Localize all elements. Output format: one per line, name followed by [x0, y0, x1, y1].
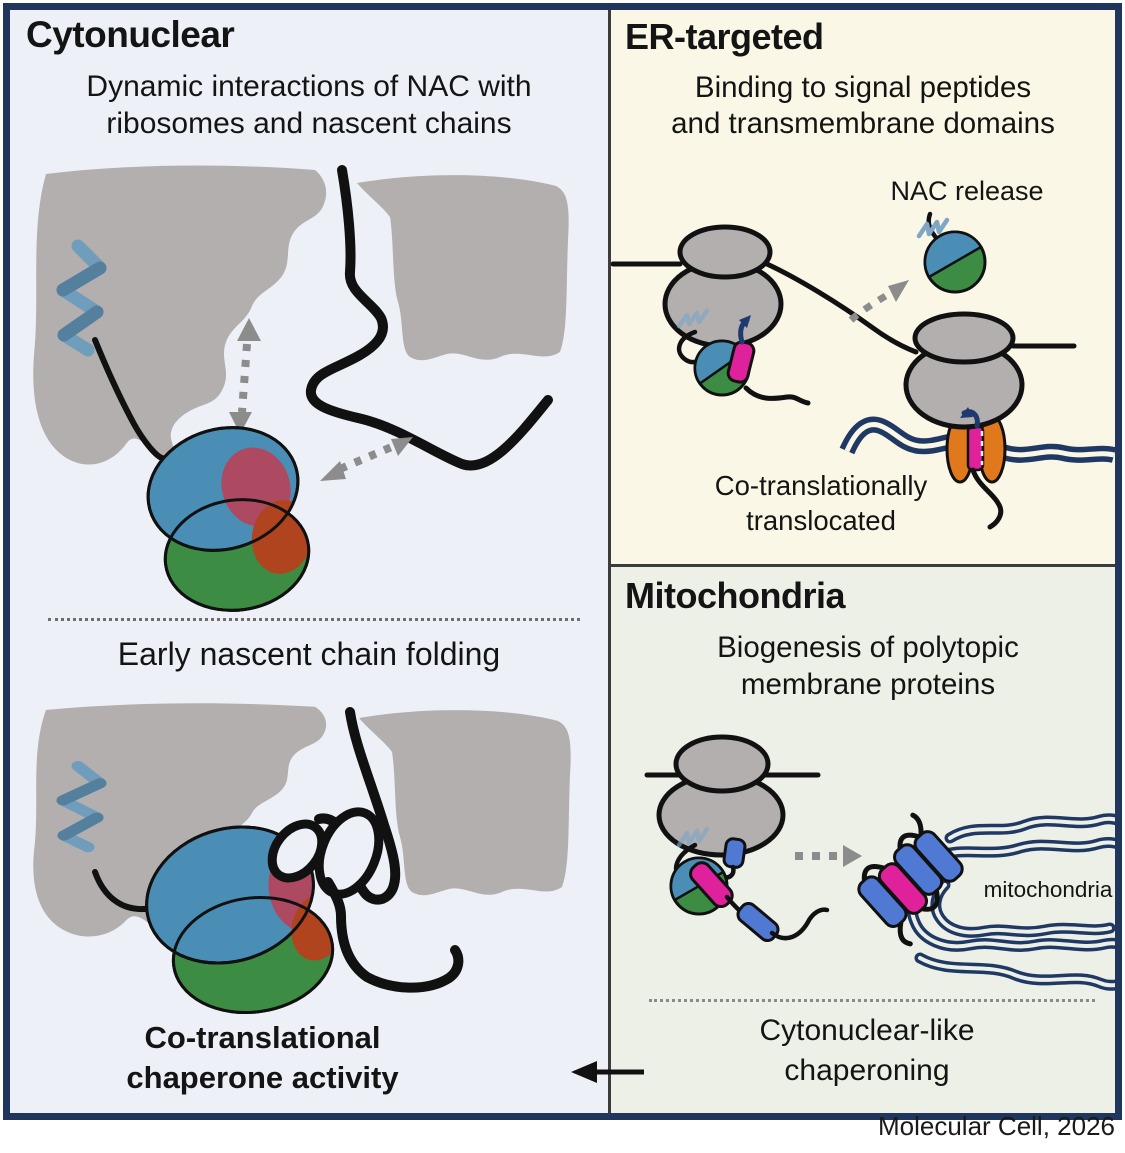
mitochondria-subtitle: Biogenesis of polytopic membrane protein… [621, 629, 1115, 703]
dotted-arrow-ribosome-nac [229, 318, 261, 434]
release-dashed-arrow [848, 280, 909, 323]
panel-cytonuclear: Cytonuclear Dynamic interactions of NAC … [10, 10, 611, 1113]
mitochondria-subtitle-line2: membrane proteins [740, 668, 996, 701]
nascent-chain-loops [267, 807, 384, 899]
helix-squiggle-icon [916, 217, 950, 239]
cytonuclear-caption-line1: Co-translational [144, 1020, 381, 1055]
translocated-chain [970, 467, 1004, 530]
ribosome [662, 224, 784, 349]
faded-helix-icon [676, 308, 710, 329]
nac-release-label: NAC release [890, 176, 1044, 206]
mitochondria-subtitle-line1: Biogenesis of polytopic [717, 631, 1019, 664]
er-caption-line2: translocated [746, 505, 896, 536]
nac-complex [146, 426, 313, 612]
journal-credit: Molecular Cell, 2026 [877, 1111, 1115, 1141]
section2-label: Early nascent chain folding [117, 636, 501, 672]
cytonuclear-subtitle-line1: Dynamic interactions of NAC with [86, 70, 532, 103]
folding-nascent-chain-exit [323, 877, 464, 993]
nascent-chain-to-nac [92, 337, 165, 461]
er-subtitle: Binding to signal peptides and transmemb… [611, 70, 1115, 142]
mrna-line [764, 261, 919, 355]
cytonuclear-caption-line2: chaperone activity [126, 1060, 399, 1095]
polytopic-membrane-protein [857, 812, 964, 947]
cytonuclear-caption: Co-translational chaperone activity [40, 1018, 485, 1098]
er-membrane [839, 416, 1115, 463]
ribosome [903, 311, 1025, 430]
right-column: ER-targeted Binding to signal peptides a… [611, 10, 1115, 1113]
mitochondria-caption: Cytonuclear-like chaperoning [667, 1011, 1067, 1091]
mitochondria-caption-line1: Cytonuclear-like [759, 1014, 975, 1047]
translocation-arrowhead [960, 407, 973, 418]
mitochondria-illustration [644, 734, 1115, 1113]
panel-er-targeted: ER-targeted Binding to signal peptides a… [611, 10, 1115, 567]
ribosome-small-subunit [357, 175, 569, 361]
mitochondria-caption-line2: chaperoning [784, 1054, 950, 1087]
er-caption: Co-translationally translocated [651, 468, 991, 538]
dotted-arrow-chain-nac [320, 437, 413, 481]
er-illustration [611, 211, 1115, 530]
nascent-chain [305, 165, 553, 471]
panel-title-cytonuclear: Cytonuclear [26, 14, 235, 55]
signal-peptide [726, 340, 756, 384]
tm-helix-exit [722, 837, 747, 869]
panel-title-mitochondria: Mitochondria [625, 575, 845, 616]
alpha-helix-icon [56, 239, 107, 357]
cytonuclear-subtitle-line2: ribosomes and nascent chains [106, 107, 512, 140]
er-caption-line1: Co-translationally [714, 470, 928, 501]
cytonuclear-illustration [10, 165, 571, 1015]
targeting-dotted-arrow [795, 845, 862, 867]
mitochondria-membranes [912, 819, 1115, 986]
graphical-abstract-figure: Cytonuclear Dynamic interactions of NAC … [3, 3, 1122, 1120]
released-nac [916, 211, 987, 294]
faded-helix-icon [676, 826, 710, 848]
section-divider [649, 999, 1095, 1002]
ribosome [656, 734, 786, 858]
er-subtitle-line1: Binding to signal peptides [694, 71, 1032, 104]
ribosome-large-subunit [33, 165, 327, 465]
panel-mitochondria: Mitochondria Biogenesis of polytopic mem… [611, 567, 1115, 1113]
er-subtitle-line2: and transmembrane domains [671, 107, 1055, 140]
cytonuclear-subtitle: Dynamic interactions of NAC with ribosom… [30, 68, 588, 142]
tm-helix [913, 830, 964, 883]
signal-anchor [689, 861, 734, 909]
mitochondria-label: mitochondria [983, 877, 1113, 902]
chain-tail [769, 907, 830, 941]
nascent-chain-tail [743, 385, 811, 406]
panel-title-er: ER-targeted [625, 16, 824, 57]
insertion-arrowhead [739, 315, 751, 328]
section-divider [48, 618, 580, 621]
